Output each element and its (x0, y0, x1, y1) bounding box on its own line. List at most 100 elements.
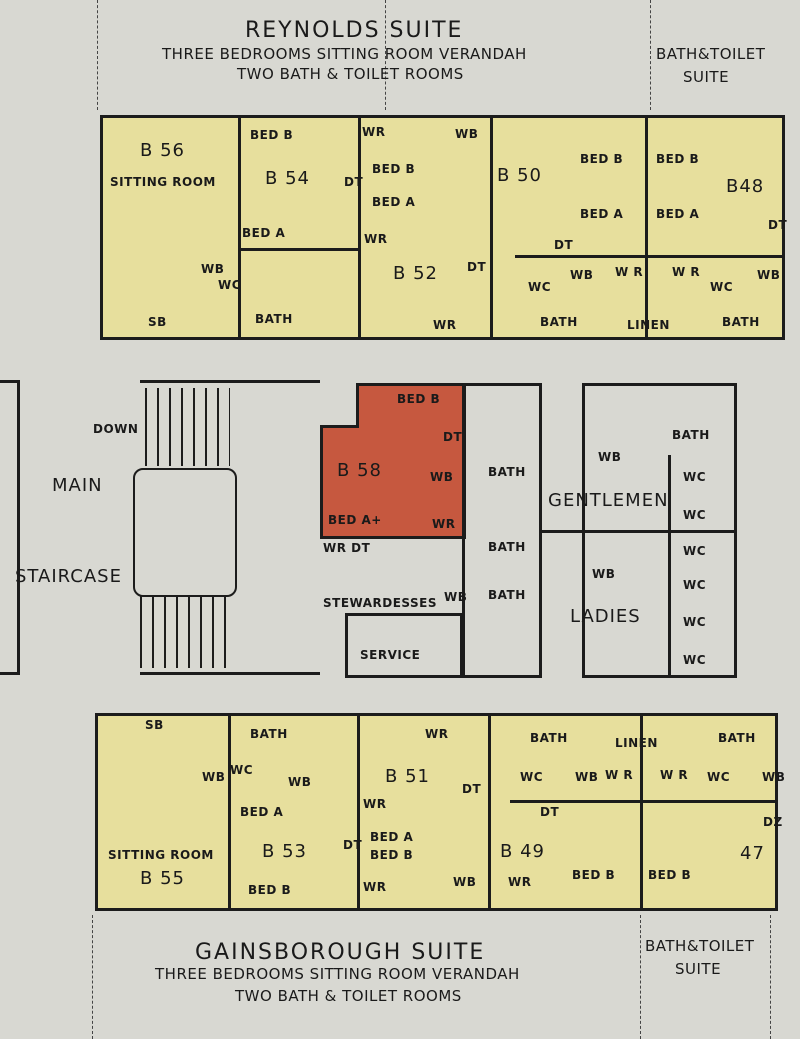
wall (357, 713, 360, 911)
room-label: DT (540, 805, 560, 819)
room-label: BATH (488, 465, 526, 479)
room-label: SITTING ROOM (110, 175, 216, 189)
room-label: BED B (250, 128, 294, 142)
room-label: WC (683, 508, 707, 522)
room-label: BATH (540, 315, 578, 329)
room-label: BATH (672, 428, 710, 442)
room-label: BED A (656, 207, 700, 221)
wall (358, 115, 361, 340)
room-label: B 51 (385, 766, 430, 787)
room-label: STEWARDESSES (323, 596, 437, 610)
gainsborough-suite-area (95, 713, 778, 911)
wall (542, 530, 737, 533)
wall (668, 455, 671, 678)
room-label: B48 (726, 176, 765, 197)
reynolds-suite-area (100, 115, 785, 340)
staircase-landing (133, 468, 237, 597)
room-label: BATH (722, 315, 760, 329)
gainsborough-subtitle-2: TWO BATH & TOILET ROOMS (235, 987, 462, 1005)
wall (490, 115, 493, 340)
room-label: DT (343, 838, 363, 852)
room-label: BED A (240, 805, 284, 819)
room-label: W R (672, 265, 701, 279)
room-label: DT (554, 238, 574, 252)
room-label: BED A (370, 830, 414, 844)
grid-line (650, 0, 651, 110)
room-label: BED B (397, 392, 441, 406)
room-label: GENTLEMEN (548, 490, 669, 511)
room-label: W R (660, 768, 689, 782)
room-label: WC (683, 615, 707, 629)
room-label: WR (425, 727, 449, 741)
room-label: BATH (488, 540, 526, 554)
room-label: WB (592, 567, 616, 581)
gainsborough-suite-title: GAINSBOROUGH SUITE (195, 940, 486, 965)
room-label: WC (683, 578, 707, 592)
room-label: B 56 (140, 140, 185, 161)
room-label: WB (570, 268, 594, 282)
room-label: SERVICE (360, 648, 421, 662)
wall (488, 713, 491, 911)
room-label: B 54 (265, 168, 310, 189)
room-label: 47 (740, 843, 765, 864)
room-label: BED A+ (328, 513, 382, 527)
room-label: DOWN (93, 422, 139, 436)
room-label: WR (363, 797, 387, 811)
room-label: BATH (530, 731, 568, 745)
room-label: BED B (370, 848, 414, 862)
wall (238, 248, 360, 251)
room-label: SITTING ROOM (108, 848, 214, 862)
room-label: WB (444, 590, 468, 604)
grid-line (770, 915, 771, 1039)
room-label: W R (605, 768, 634, 782)
room-label: B 53 (262, 841, 307, 862)
room-label: WB (202, 770, 226, 784)
room-label: WC (710, 280, 734, 294)
service-room (345, 613, 463, 678)
room-label: BATH (250, 727, 288, 741)
room-label: WR DT (323, 541, 371, 555)
room-label: WC (520, 770, 544, 784)
room-label: WC (707, 770, 731, 784)
room-label: WR (364, 232, 388, 246)
wall (515, 255, 785, 258)
room-label: WC (230, 763, 254, 777)
room-label: B 49 (500, 841, 545, 862)
room-label: B 50 (497, 165, 542, 186)
room-label: BED B (648, 868, 692, 882)
b58-notch (320, 383, 359, 428)
room-label: WB (757, 268, 781, 282)
room-label: BED B (248, 883, 292, 897)
room-label: B 58 (337, 460, 382, 481)
wall (510, 800, 778, 803)
room-label: MAIN (52, 475, 103, 496)
room-label: WB (430, 470, 454, 484)
room-label: WB (598, 450, 622, 464)
wall (645, 115, 648, 340)
staircase-outline (140, 380, 320, 675)
room-label: DT (443, 430, 463, 444)
wall (640, 713, 643, 911)
grid-line (385, 0, 386, 110)
room-label: WC (683, 544, 707, 558)
room-label: B 55 (140, 868, 185, 889)
bath-toilet-suite-label: BATH&TOILET (645, 937, 755, 955)
grid-line (92, 915, 93, 1039)
room-label: DT (462, 782, 482, 796)
reynolds-subtitle-1: THREE BEDROOMS SITTING ROOM VERANDAH (162, 45, 527, 63)
room-label: WR (432, 517, 456, 531)
room-label: WB (455, 127, 479, 141)
room-label: B 52 (393, 263, 438, 284)
room-label: BED A (242, 226, 286, 240)
room-label: BED A (372, 195, 416, 209)
room-label: LADIES (570, 606, 641, 627)
room-label: BATH (718, 731, 756, 745)
room-label: WB (288, 775, 312, 789)
room-label: BATH (488, 588, 526, 602)
room-label: WC (218, 278, 242, 292)
left-corridor-wall (0, 380, 20, 675)
room-label: WR (508, 875, 532, 889)
room-label: BED B (372, 162, 416, 176)
room-label: BATH (255, 312, 293, 326)
